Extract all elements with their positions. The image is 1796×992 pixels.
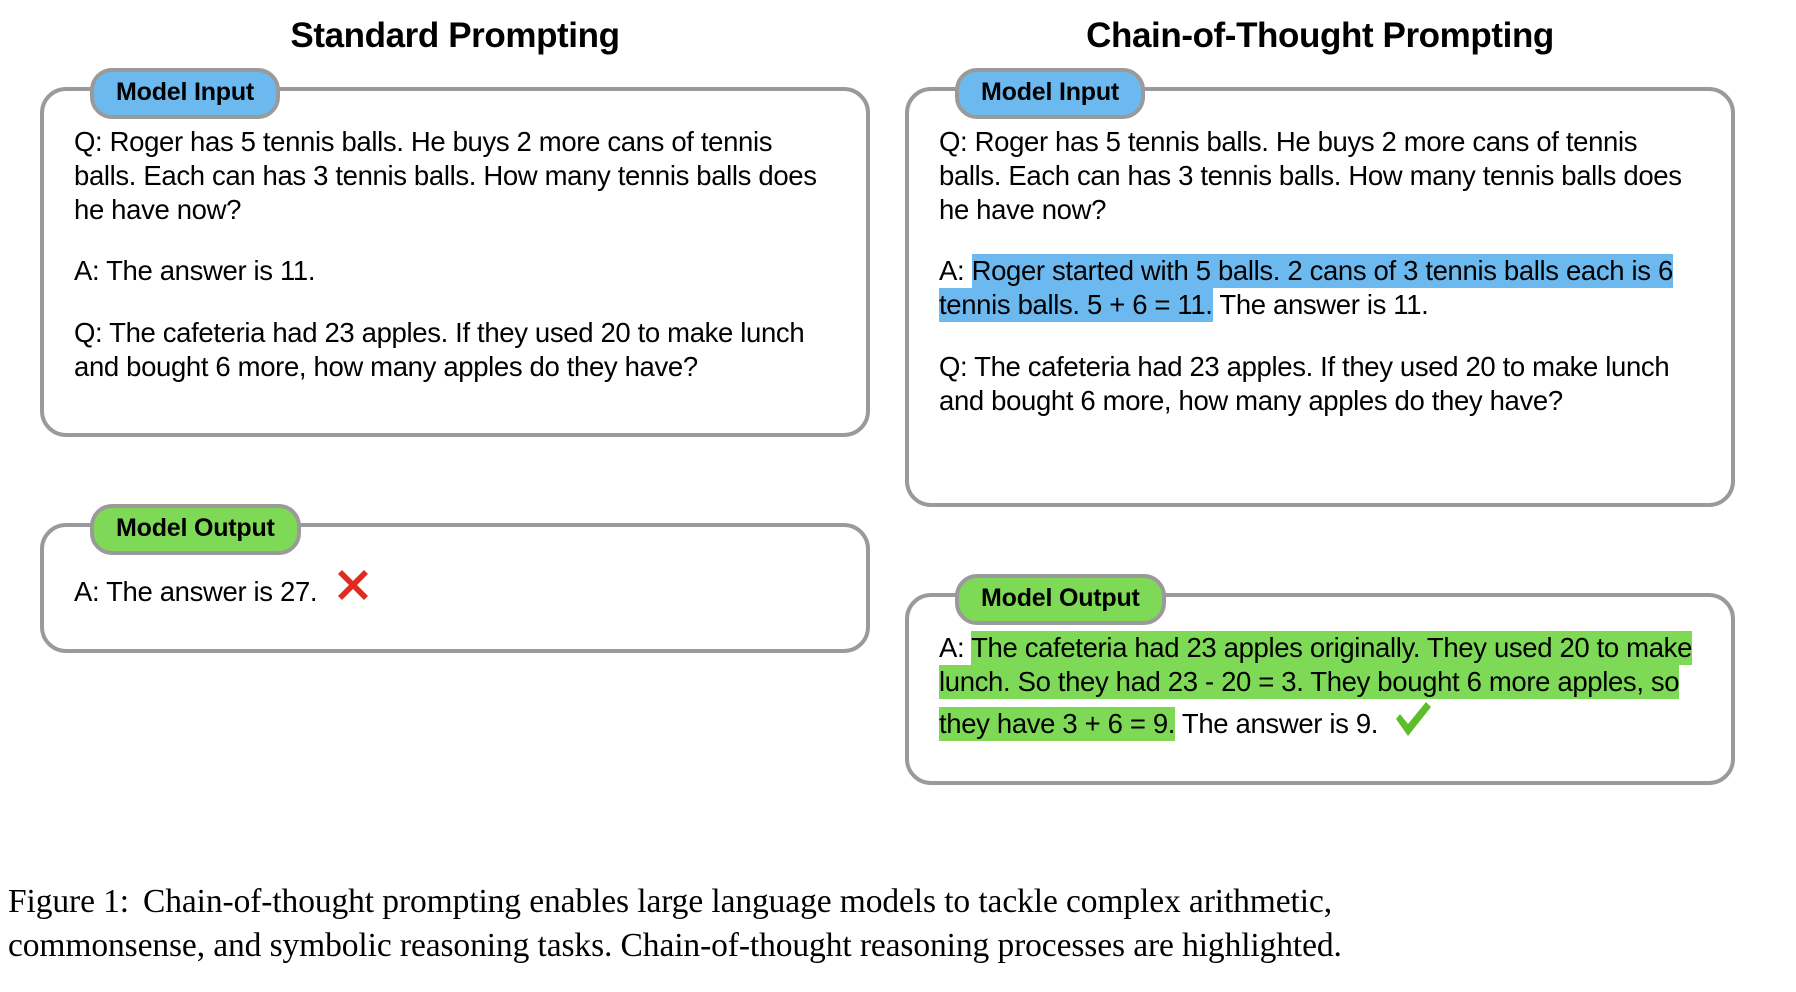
standard-model-input-body: Q: Roger has 5 tennis balls. He buys 2 m… xyxy=(44,91,866,414)
column-title-standard: Standard Prompting xyxy=(290,16,620,55)
cot-output-answer: A: The cafeteria had 23 apples originall… xyxy=(939,631,1705,741)
cot-output-answer-suffix: The answer is 9. xyxy=(1175,707,1379,739)
cot-input-question-1: Q: Roger has 5 tennis balls. He buys 2 m… xyxy=(939,126,1682,225)
caption-line-1: Figure 1: Chain-of-thought prompting enab… xyxy=(8,880,1788,924)
standard-model-output-body: A: The answer is 27. xyxy=(44,527,866,639)
standard-output-answer: A: The answer is 27. xyxy=(74,563,840,609)
figure-caption: Figure 1: Chain-of-thought prompting enab… xyxy=(8,880,1788,967)
standard-input-question-1: Q: Roger has 5 tennis balls. He buys 2 m… xyxy=(74,126,817,225)
cot-model-output-body: A: The cafeteria had 23 apples originall… xyxy=(909,597,1731,770)
cot-input-answer-suffix: The answer is 11. xyxy=(1212,289,1429,321)
caption-label: Figure 1: xyxy=(8,883,129,920)
cot-input-question-2: Q: The cafeteria had 23 apples. If they … xyxy=(939,351,1670,416)
badge-model-input-standard: Model Input xyxy=(90,68,281,120)
cot-model-output-panel: Model Output A: The cafeteria had 23 app… xyxy=(905,574,1735,785)
cot-input-answer-1: A: Roger started with 5 balls. 2 cans of… xyxy=(939,254,1705,323)
column-chain-of-thought-prompting: Chain-of-Thought Prompting Model Input Q… xyxy=(905,0,1735,785)
standard-model-output-panel: Model Output A: The answer is 27. xyxy=(40,504,870,653)
badge-model-output-cot: Model Output xyxy=(955,574,1166,626)
standard-input-answer-1: A: The answer is 11. xyxy=(74,255,316,287)
badge-model-output-standard: Model Output xyxy=(90,504,301,556)
caption-text-line-1: Chain-of-thought prompting enables large… xyxy=(143,883,1332,920)
cross-icon xyxy=(331,563,375,607)
cot-model-input-body: Q: Roger has 5 tennis balls. He buys 2 m… xyxy=(909,91,1731,448)
caption-line-2: commonsense, and symbolic reasoning task… xyxy=(8,926,1342,964)
cot-output-answer-highlight: The cafeteria had 23 apples originally. … xyxy=(939,631,1693,741)
cot-model-input-panel: Model Input Q: Roger has 5 tennis balls.… xyxy=(905,68,1735,507)
column-title-chain-of-thought: Chain-of-Thought Prompting xyxy=(1086,16,1554,55)
cot-output-answer-prefix: A: xyxy=(939,632,972,663)
standard-output-answer-text: A: The answer is 27. xyxy=(74,576,318,607)
check-icon xyxy=(1392,699,1434,739)
column-standard-prompting: Standard Prompting Model Input Q: Roger … xyxy=(40,0,870,653)
standard-input-question-2: Q: The cafeteria had 23 apples. If they … xyxy=(74,317,805,383)
cot-input-answer-prefix: A: xyxy=(939,255,972,287)
badge-model-input-cot: Model Input xyxy=(955,68,1146,120)
standard-model-input-panel: Model Input Q: Roger has 5 tennis balls.… xyxy=(40,68,870,437)
